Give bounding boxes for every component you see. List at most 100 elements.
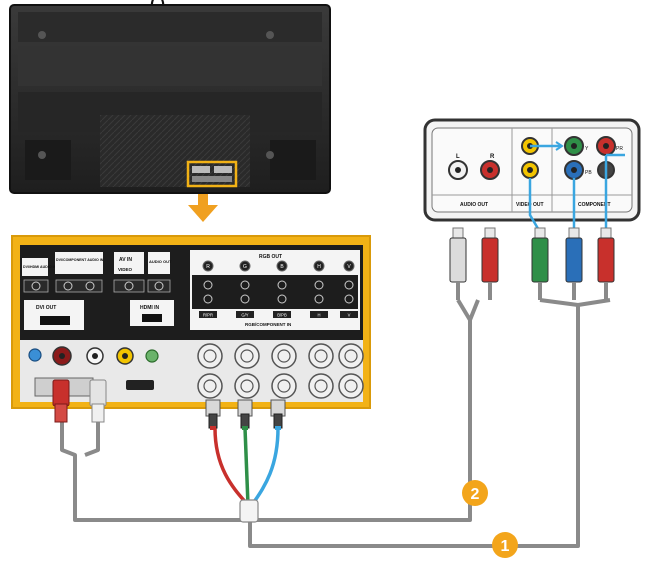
callout-number-1: 1: [501, 538, 510, 555]
rgb-out-label-g: G: [243, 264, 247, 270]
component-label-bg: [340, 311, 358, 318]
label-video: VIDEO: [118, 267, 133, 272]
component-in-label-0: R/PR: [203, 313, 213, 318]
label-hdmi-in: HDMI IN: [140, 305, 160, 311]
plug-white-audio: [89, 379, 107, 423]
rgb-socket: [240, 280, 250, 290]
label-rgb-component-in: RGB/COMPONENT IN: [245, 322, 291, 327]
component-label-bg: [199, 311, 217, 318]
bnc-jack: [338, 373, 364, 399]
bnc-jack: [308, 373, 334, 399]
bnc-jack: [234, 373, 260, 399]
callout-number-2: 2: [471, 486, 480, 503]
bnc-plug-band-0: [210, 426, 216, 430]
rgb-socket: [344, 294, 354, 304]
callout-badge-1: 1: [492, 532, 518, 558]
mount-hole: [38, 151, 46, 159]
src-label-audio-out: AUDIO OUT: [460, 202, 488, 208]
src-label-r: R: [490, 154, 495, 160]
rgb-socket: [203, 280, 213, 290]
src-plug-2: [531, 237, 549, 283]
component-label-bg: [310, 311, 328, 318]
bnc-jack-inner: [344, 349, 358, 363]
src-plug-0: [449, 237, 467, 283]
mount-hole: [38, 31, 46, 39]
src-label-pr: PR: [616, 146, 623, 152]
jack-blue: [28, 348, 42, 362]
bnc-plug-sleeve-0: [208, 413, 218, 429]
label-av-in: AV IN: [119, 257, 132, 263]
cable-2-audio: [60, 298, 480, 522]
rgb-out-label-badge-h: [313, 260, 325, 272]
bnc-jack-inner: [277, 379, 291, 393]
bnc-jack: [197, 373, 223, 399]
rgb-out-label-h: H: [317, 264, 321, 270]
tv-rear-view: [9, 4, 331, 194]
bnc-jack-inner: [314, 349, 328, 363]
component-in-label-4: V: [348, 313, 351, 318]
component-label-bg: [273, 311, 291, 318]
hdmi-port: [126, 380, 154, 390]
src-label-l: L: [456, 154, 460, 160]
rgb-socket: [344, 280, 354, 290]
bnc-jack-inner: [277, 349, 291, 363]
src-plug-4: [597, 237, 615, 283]
zoom-arrow-icon: [188, 194, 218, 222]
rgb-out-label-badge-b: [276, 260, 288, 272]
terminal-highlight: [186, 160, 238, 188]
rgb-out-label-b: B: [280, 264, 284, 270]
bnc-plug-sleeve-1: [240, 413, 250, 429]
component-in-label-2: B/PB: [277, 313, 287, 318]
bnc-jack-inner: [240, 349, 254, 363]
bnc-jack-inner: [344, 379, 358, 393]
bnc-jack: [338, 343, 364, 369]
callout-badge-2: 2: [462, 480, 488, 506]
src-label-pb: PB: [585, 170, 592, 176]
component-label-bg: [236, 311, 254, 318]
cable-1-component: [213, 298, 611, 548]
rgb-out-label-badge-r: [202, 260, 214, 272]
label-dvi-out: DVI OUT: [36, 305, 56, 311]
bnc-plug-sleeve-2: [273, 413, 283, 429]
rgb-socket: [277, 280, 287, 290]
label-rgb-out: RGB OUT: [259, 254, 282, 260]
tv-connector-panel: DVI/HDMI AUDIO IN DVI/COMPONENT AUDIO IN…: [11, 235, 371, 409]
component-in-label-1: G/Y: [241, 313, 248, 318]
bnc-jack-inner: [203, 379, 217, 393]
bnc-jack: [271, 343, 297, 369]
bnc-jack: [234, 343, 260, 369]
jack-green: [145, 349, 159, 363]
bnc-jack-inner: [203, 349, 217, 363]
src-label-y: Y: [585, 146, 589, 152]
src-label-component: COMPONENT: [578, 202, 611, 208]
rgb-out-label-r: R: [206, 264, 210, 270]
plug-red-audio: [52, 379, 70, 423]
rgb-out-label-badge-g: [239, 260, 251, 272]
rgb-out-label-v: V: [347, 264, 351, 270]
bnc-jack-inner: [240, 379, 254, 393]
rgb-out-label-badge-v: [343, 260, 355, 272]
source-device: AUDIO OUT VIDEO OUT COMPONENT L R Y PB P…: [423, 118, 641, 222]
label-dvi-hdmi-audio-in: DVI/HDMI AUDIO IN: [23, 265, 57, 269]
component-in-label-3: H: [317, 313, 320, 318]
rgb-socket: [277, 294, 287, 304]
rgb-socket: [203, 294, 213, 304]
bnc-plug-band-2: [275, 426, 281, 430]
rgb-socket: [314, 294, 324, 304]
cable-splitter: [239, 499, 259, 523]
bnc-jack: [271, 373, 297, 399]
rgb-socket: [240, 294, 250, 304]
bnc-plug-band-1: [242, 426, 248, 430]
label-dvi-component-audio-in: DVI/COMPONENT AUDIO IN: [56, 258, 104, 262]
bnc-jack-inner: [314, 379, 328, 393]
src-plug-3: [565, 237, 583, 283]
label-audio-out: AUDIO OUT: [149, 259, 172, 264]
mount-hole: [266, 151, 274, 159]
rgb-socket: [314, 280, 324, 290]
source-highlight-lines: [528, 153, 625, 233]
src-plug-1: [481, 237, 499, 283]
mount-hole: [266, 31, 274, 39]
bnc-jack: [308, 343, 334, 369]
bnc-jack: [197, 343, 223, 369]
